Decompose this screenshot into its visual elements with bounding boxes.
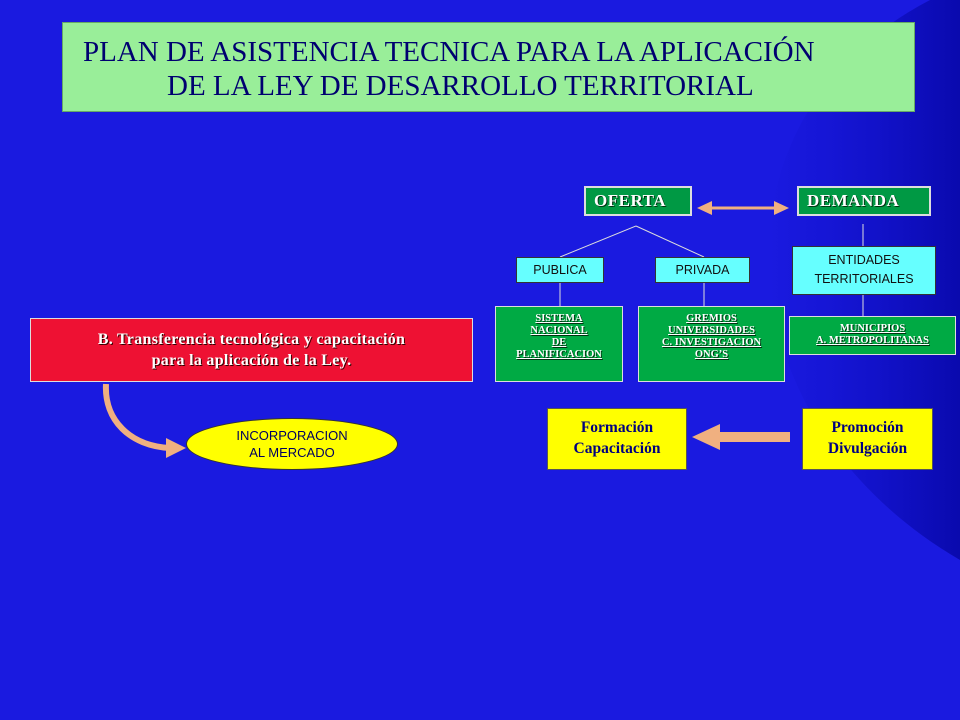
gremios-box: GREMIOS UNIVERSIDADES C. INVESTIGACION O… bbox=[638, 306, 785, 382]
page-title: PLAN DE ASISTENCIA TECNICA PARA LA APLIC… bbox=[62, 22, 915, 112]
sistema-line-3: DE bbox=[551, 337, 567, 348]
incorporacion-line-1: INCORPORACION bbox=[236, 428, 348, 443]
gremios-line-3: C. INVESTIGACION bbox=[661, 337, 762, 348]
left-arrow-icon bbox=[692, 424, 790, 450]
sistema-line-4: PLANIFICACION bbox=[516, 349, 602, 360]
title-line-1: PLAN DE ASISTENCIA TECNICA PARA LA APLIC… bbox=[83, 36, 815, 68]
sistema-nacional-box: SISTEMA NACIONAL DE PLANIFICACION bbox=[495, 306, 623, 382]
publica-box: PUBLICA bbox=[516, 257, 604, 283]
gremios-line-1: GREMIOS bbox=[686, 313, 737, 324]
entidades-line-2: TERRITORIALES bbox=[814, 272, 914, 286]
transferencia-line-2: para la aplicación de la Ley. bbox=[151, 352, 352, 369]
sistema-line-2: NACIONAL bbox=[530, 325, 588, 336]
gremios-line-4: ONG’S bbox=[694, 349, 729, 360]
promocion-line-1: Promoción bbox=[831, 419, 904, 436]
promocion-box: Promoción Divulgación bbox=[802, 408, 933, 470]
formacion-box: Formación Capacitación bbox=[547, 408, 687, 470]
connector-oferta-publica bbox=[559, 225, 637, 258]
municipios-line-1: MUNICIPIOS bbox=[839, 323, 906, 334]
formacion-line-1: Formación bbox=[580, 419, 654, 436]
connector-oferta-privada bbox=[635, 225, 705, 258]
incorporacion-line-2: AL MERCADO bbox=[249, 445, 335, 460]
municipios-line-2: A. METROPOLITANAS bbox=[816, 335, 929, 346]
transferencia-line-1: B. Transferencia tecnológica y capacitac… bbox=[97, 331, 406, 348]
incorporacion-ellipse: INCORPORACION AL MERCADO bbox=[186, 418, 398, 470]
entidades-territoriales-box: ENTIDADES TERRITORIALES bbox=[792, 246, 936, 295]
double-arrow-icon bbox=[697, 201, 789, 215]
gremios-line-2: UNIVERSIDADES bbox=[668, 325, 755, 336]
formacion-line-2: Capacitación bbox=[573, 440, 661, 457]
municipios-box: MUNICIPIOS A. METROPOLITANAS bbox=[789, 316, 956, 355]
transferencia-box: B. Transferencia tecnológica y capacitac… bbox=[30, 318, 473, 382]
demanda-header: DEMANDA bbox=[797, 186, 931, 216]
title-line-2: DE LA LEY DE DESARROLLO TERRITORIAL bbox=[167, 70, 754, 102]
curved-arrow-icon bbox=[102, 383, 186, 458]
promocion-line-2: Divulgación bbox=[827, 440, 908, 457]
entidades-line-1: ENTIDADES bbox=[828, 253, 900, 267]
privada-box: PRIVADA bbox=[655, 257, 750, 283]
oferta-header: OFERTA bbox=[584, 186, 692, 216]
sistema-line-1: SISTEMA bbox=[535, 313, 583, 324]
